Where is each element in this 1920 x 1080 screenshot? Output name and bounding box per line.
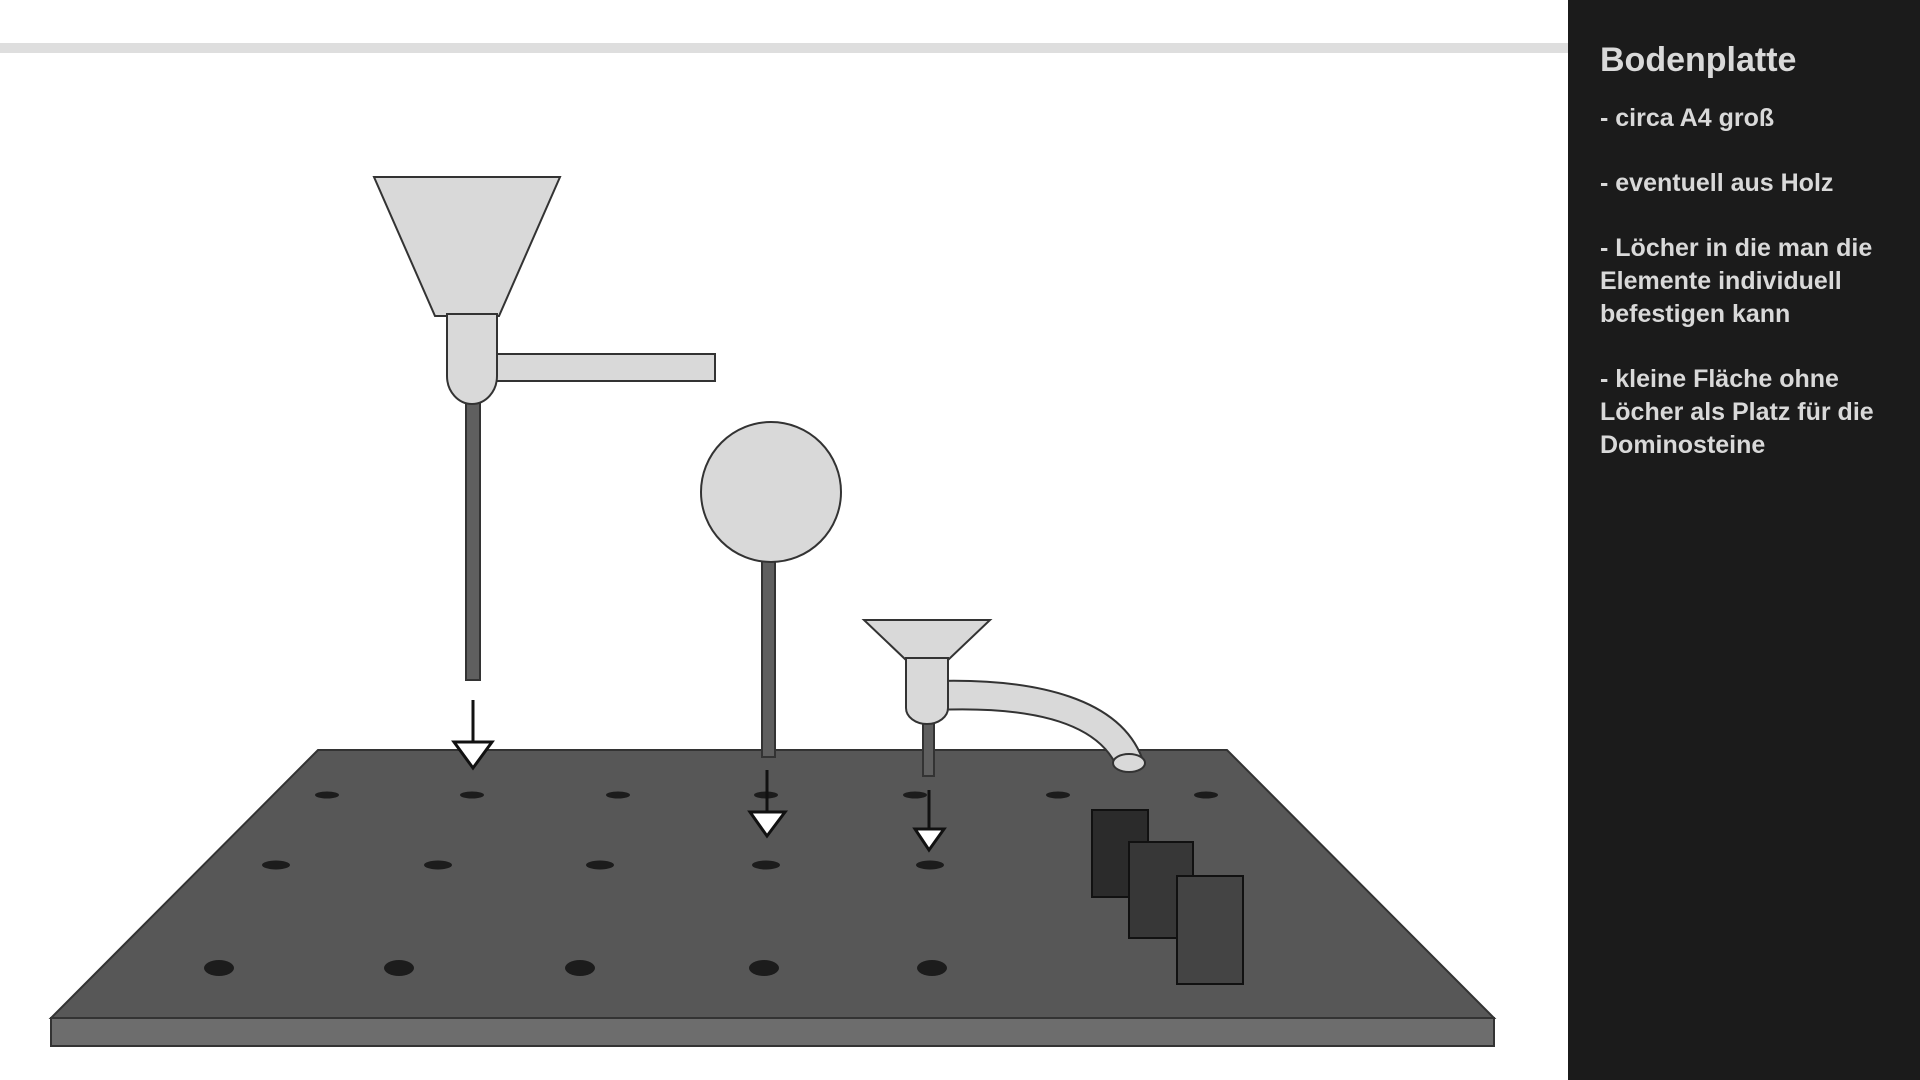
small-funnel-element [861, 619, 1146, 777]
hole [606, 791, 630, 799]
large-funnel-cone [372, 176, 562, 317]
domino-stone [1176, 875, 1244, 985]
large-funnel-element [372, 176, 716, 681]
base-plate-top [48, 749, 1497, 1019]
hole [917, 960, 947, 976]
hole [1194, 791, 1218, 799]
insertion-arrows [451, 700, 947, 853]
hole [315, 791, 339, 799]
bullet-material: - eventuell aus Holz [1600, 169, 1834, 197]
hole [204, 960, 234, 976]
hole [586, 860, 614, 870]
small-funnel-cone [861, 619, 993, 661]
ball-rod [761, 554, 776, 758]
base-plate-front-edge [50, 1017, 1495, 1047]
arrow-large-funnel [451, 700, 495, 771]
base-plate-holes [204, 791, 1218, 976]
description-panel: Bodenplatte - circa A4 groß - eventuell … [1568, 0, 1920, 1080]
bullet-domino-area: - kleine Fläche ohne Löcher als Platz fü… [1600, 365, 1874, 459]
hole [749, 960, 779, 976]
funnel-rod [465, 399, 481, 681]
ball-element [700, 421, 842, 758]
bullet-size: - circa A4 groß [1600, 104, 1775, 132]
arrow-head-icon [912, 827, 947, 853]
funnel-side-arm [494, 353, 716, 382]
hole [424, 860, 452, 870]
top-divider-line [0, 43, 1568, 53]
hole [262, 860, 290, 870]
panel-title: Bodenplatte [1600, 41, 1797, 79]
hole [752, 860, 780, 870]
small-funnel-rod [922, 719, 935, 777]
tube-opening [1112, 753, 1146, 773]
domino-stones [1091, 809, 1244, 985]
hole [903, 791, 927, 799]
bullet-holes: - Löcher in die man die Elemente individ… [1600, 234, 1873, 328]
arrow-head-icon [451, 740, 495, 771]
arrow-small-funnel [912, 790, 947, 853]
small-funnel-neck [905, 657, 949, 725]
hole [384, 960, 414, 976]
arrow-ball [747, 770, 788, 839]
hole [916, 860, 944, 870]
construction-diagram [0, 43, 1568, 1047]
hole [460, 791, 484, 799]
hole [1046, 791, 1070, 799]
hole [565, 960, 595, 976]
ball [700, 421, 842, 563]
large-funnel-neck [446, 313, 498, 405]
arrow-head-icon [747, 810, 788, 839]
